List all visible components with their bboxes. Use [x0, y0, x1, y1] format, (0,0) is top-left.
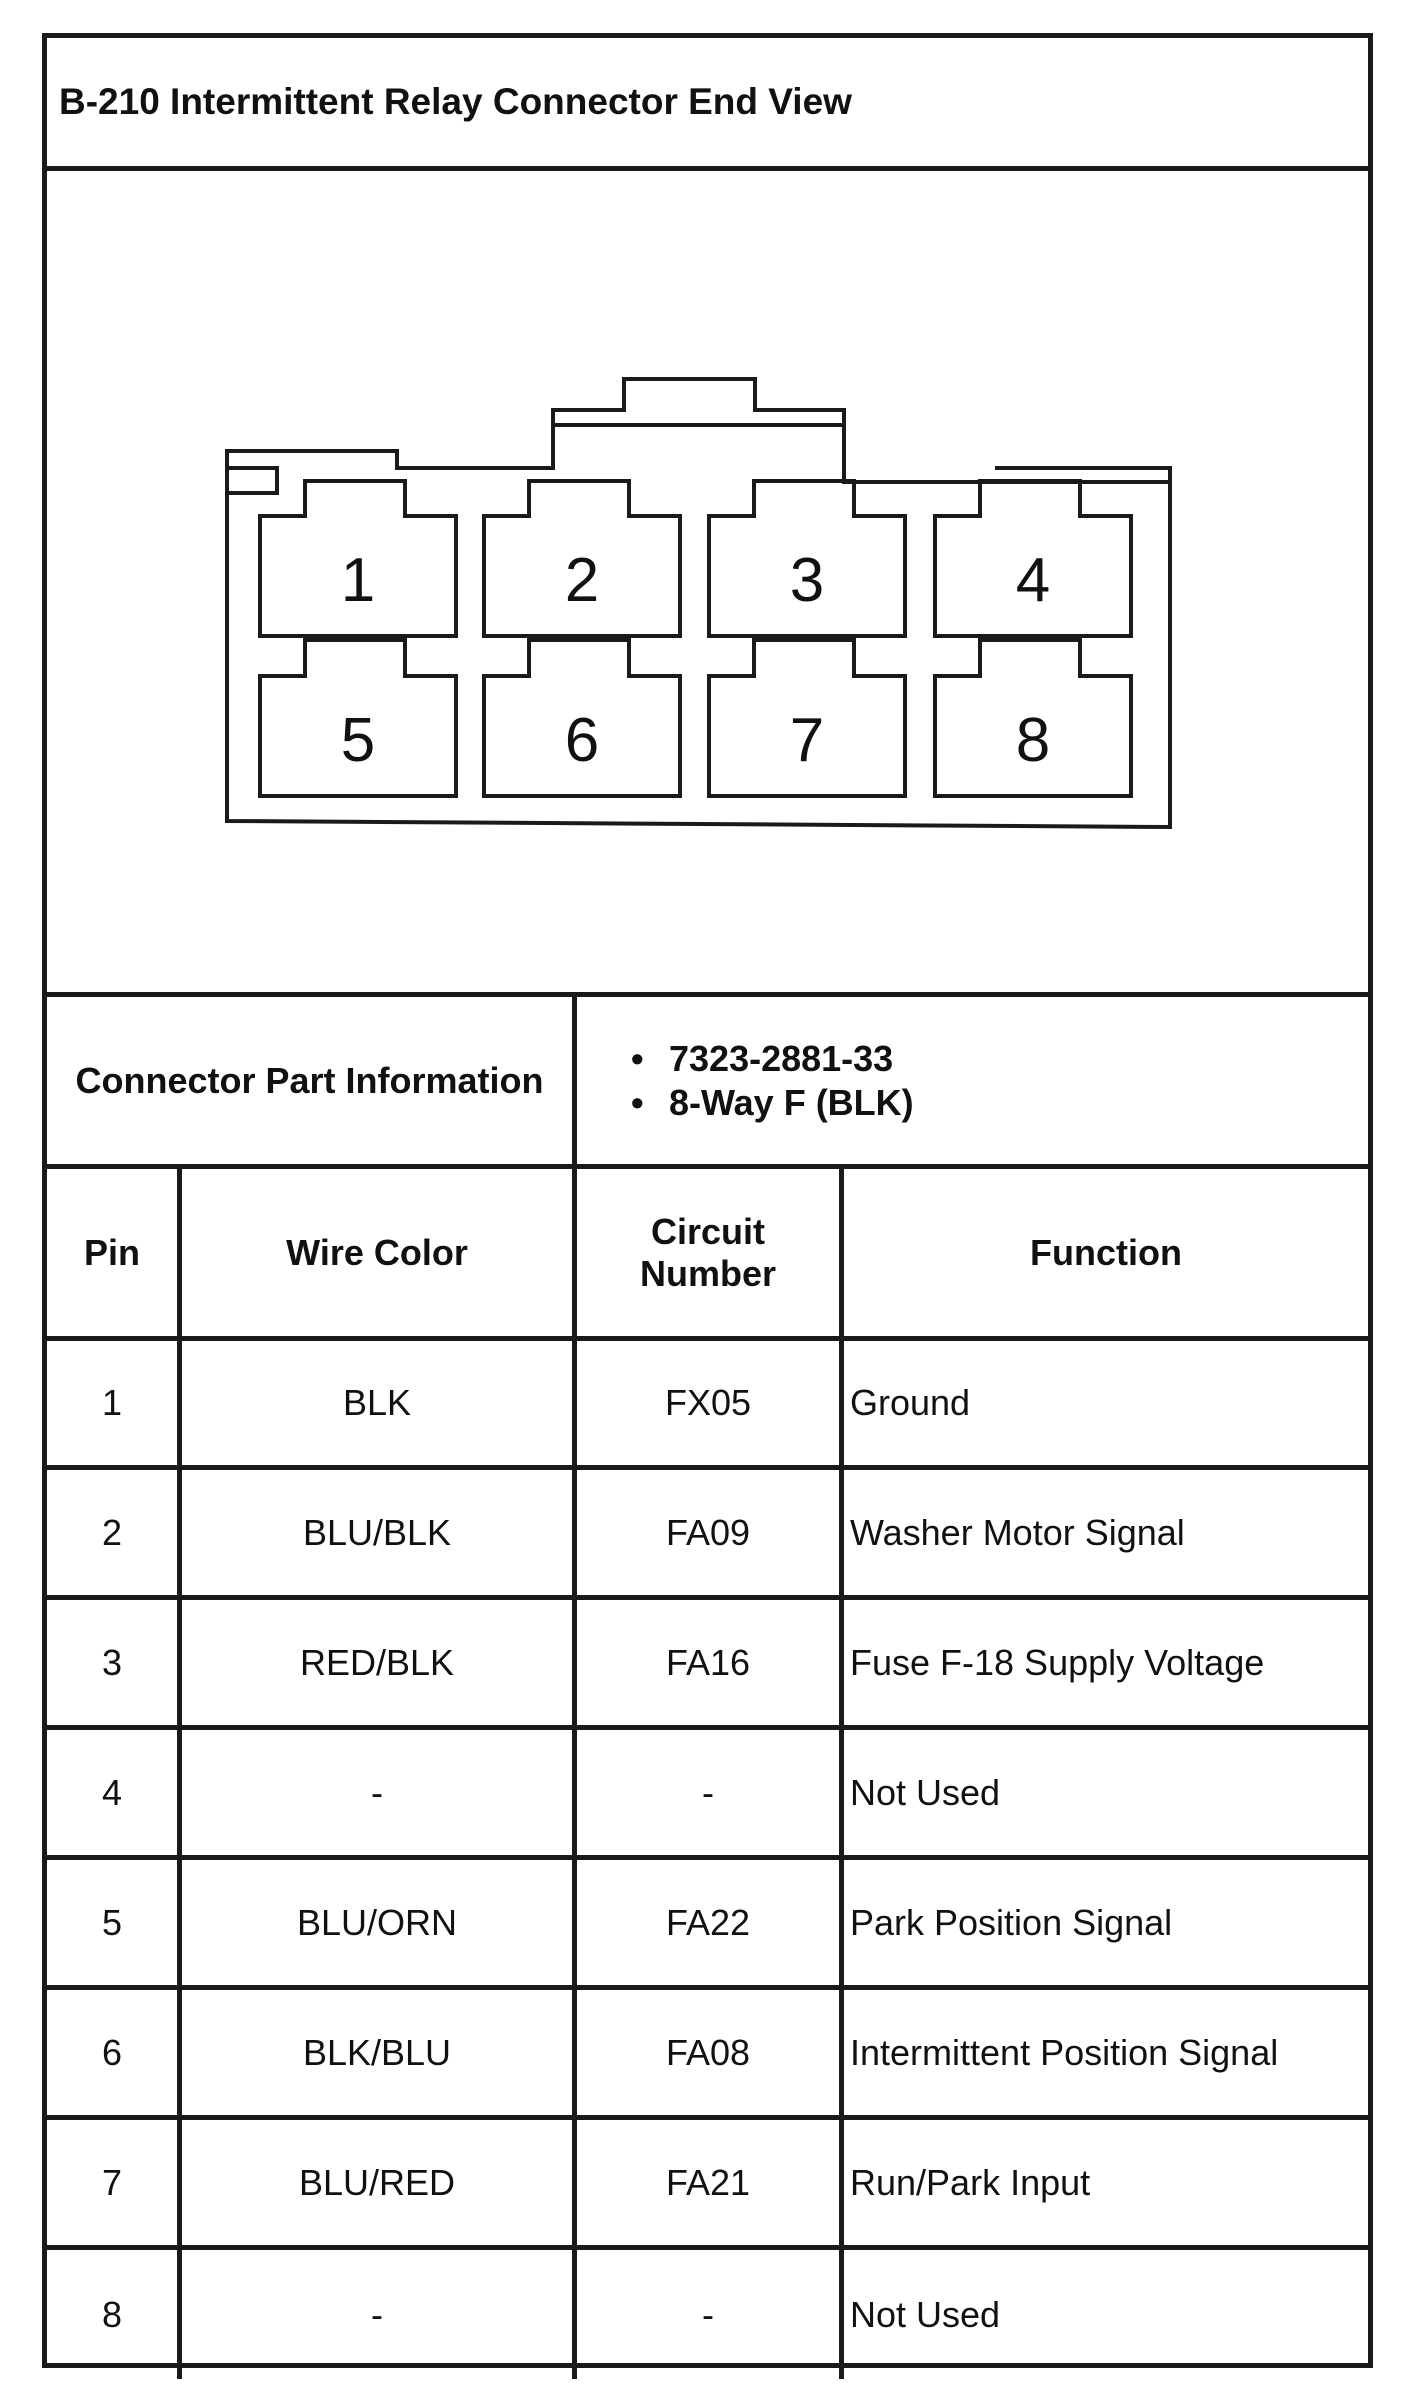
table-row: 8--Not Used [47, 2250, 1368, 2379]
pin-cell: 1 [47, 1341, 182, 1465]
function-cell: Not Used [850, 2293, 1001, 2335]
pin-cavity [258, 638, 458, 798]
pin-cavity-label: 3 [790, 546, 824, 615]
table-row: 4--Not Used [47, 1730, 1368, 1860]
part-number-item: • 7323-2881-33 [631, 1037, 1368, 1081]
pin-cavity-label: 8 [1016, 706, 1050, 775]
connector-end-view-diagram: 1 2 3 4 5 6 7 8 [47, 171, 1368, 997]
header-circuit-line1: Circuit [650, 1210, 765, 1252]
pin-cavity [933, 638, 1133, 798]
wire-color-cell: BLK/BLU [182, 1990, 577, 2115]
pin-cavity [707, 479, 907, 638]
circuit-number-cell: FX05 [577, 1341, 844, 1465]
wire-color-cell: BLK [182, 1341, 577, 1465]
pin-cavity [707, 638, 907, 798]
function-cell: Intermittent Position Signal [850, 2031, 1279, 2073]
connector-part-info-row: Connector Part Information • 7323-2881-3… [47, 997, 1368, 1169]
pin-cell: 6 [47, 1990, 182, 2115]
pinout-table: Pin Wire Color Circuit Number Function 1… [47, 1169, 1368, 2379]
function-cell: Fuse F-18 Supply Voltage [850, 1641, 1265, 1683]
connector-type-item: • 8-Way F (BLK) [631, 1081, 1368, 1125]
pin-cavity-label: 5 [341, 706, 375, 775]
pin-cavity [258, 479, 458, 638]
page-title: B-210 Intermittent Relay Connector End V… [59, 81, 852, 122]
pin-cell: 4 [47, 1730, 182, 1855]
circuit-number-cell: - [577, 1730, 844, 1855]
function-cell: Washer Motor Signal [850, 1511, 1185, 1553]
pin-cell: 3 [47, 1600, 182, 1725]
pin-cavity-label: 2 [565, 546, 599, 615]
part-number: 7323-2881-33 [669, 1037, 894, 1079]
connector-sheet: B-210 Intermittent Relay Connector End V… [42, 33, 1373, 2379]
bullet-icon: • [631, 1037, 644, 1079]
pin-cell: 8 [47, 2250, 182, 2379]
connector-type: 8-Way F (BLK) [669, 1081, 914, 1123]
circuit-number-cell: FA16 [577, 1600, 844, 1725]
pin-cavity [482, 479, 682, 638]
pin-cavity [482, 638, 682, 798]
header-circuit-number: Circuit Number [577, 1169, 844, 1336]
pin-cavity-label: 1 [341, 546, 375, 615]
pin-cell: 7 [47, 2120, 182, 2245]
part-info-label: Connector Part Information [47, 997, 577, 1164]
pin-cell: 2 [47, 1470, 182, 1595]
bullet-icon: • [631, 1081, 644, 1123]
circuit-number-cell: FA09 [577, 1470, 844, 1595]
wire-color-cell: RED/BLK [182, 1600, 577, 1725]
header-wire-color: Wire Color [182, 1169, 577, 1336]
header-circuit-line2: Number [639, 1252, 777, 1294]
wire-color-cell: BLU/BLK [182, 1470, 577, 1595]
function-cell: Run/Park Input [850, 2161, 1091, 2203]
part-info-list: • 7323-2881-33 • 8-Way F (BLK) [577, 997, 1368, 1164]
housing-left-tab [227, 466, 279, 495]
header-function: Function [1030, 1231, 1182, 1273]
function-cell: Park Position Signal [850, 1901, 1173, 1943]
circuit-number-cell: - [577, 2250, 844, 2379]
table-header-row: Pin Wire Color Circuit Number Function [47, 1169, 1368, 1341]
pin-cavity [933, 479, 1133, 638]
function-cell: Ground [850, 1382, 971, 1423]
circuit-number-cell: FA08 [577, 1990, 844, 2115]
circuit-number-cell: FA22 [577, 1860, 844, 1985]
title-row: B-210 Intermittent Relay Connector End V… [47, 38, 1368, 171]
wire-color-cell: BLU/ORN [182, 1860, 577, 1985]
wire-color-cell: BLU/RED [182, 2120, 577, 2245]
connector-housing [225, 377, 1172, 830]
connector-drawing: 1 2 3 4 5 6 7 8 [225, 377, 1172, 830]
pin-cavity-label: 4 [1016, 546, 1050, 615]
pin-cell: 5 [47, 1860, 182, 1985]
wire-color-cell: - [182, 1730, 577, 1855]
housing-right-tab [995, 466, 1172, 482]
pin-cavity-label: 7 [790, 706, 824, 775]
circuit-number-cell: FA21 [577, 2120, 844, 2245]
pin-cavity-label: 6 [565, 706, 599, 775]
wire-color-cell: - [182, 2250, 577, 2379]
header-pin: Pin [47, 1169, 182, 1336]
function-cell: Not Used [850, 1771, 1001, 1813]
